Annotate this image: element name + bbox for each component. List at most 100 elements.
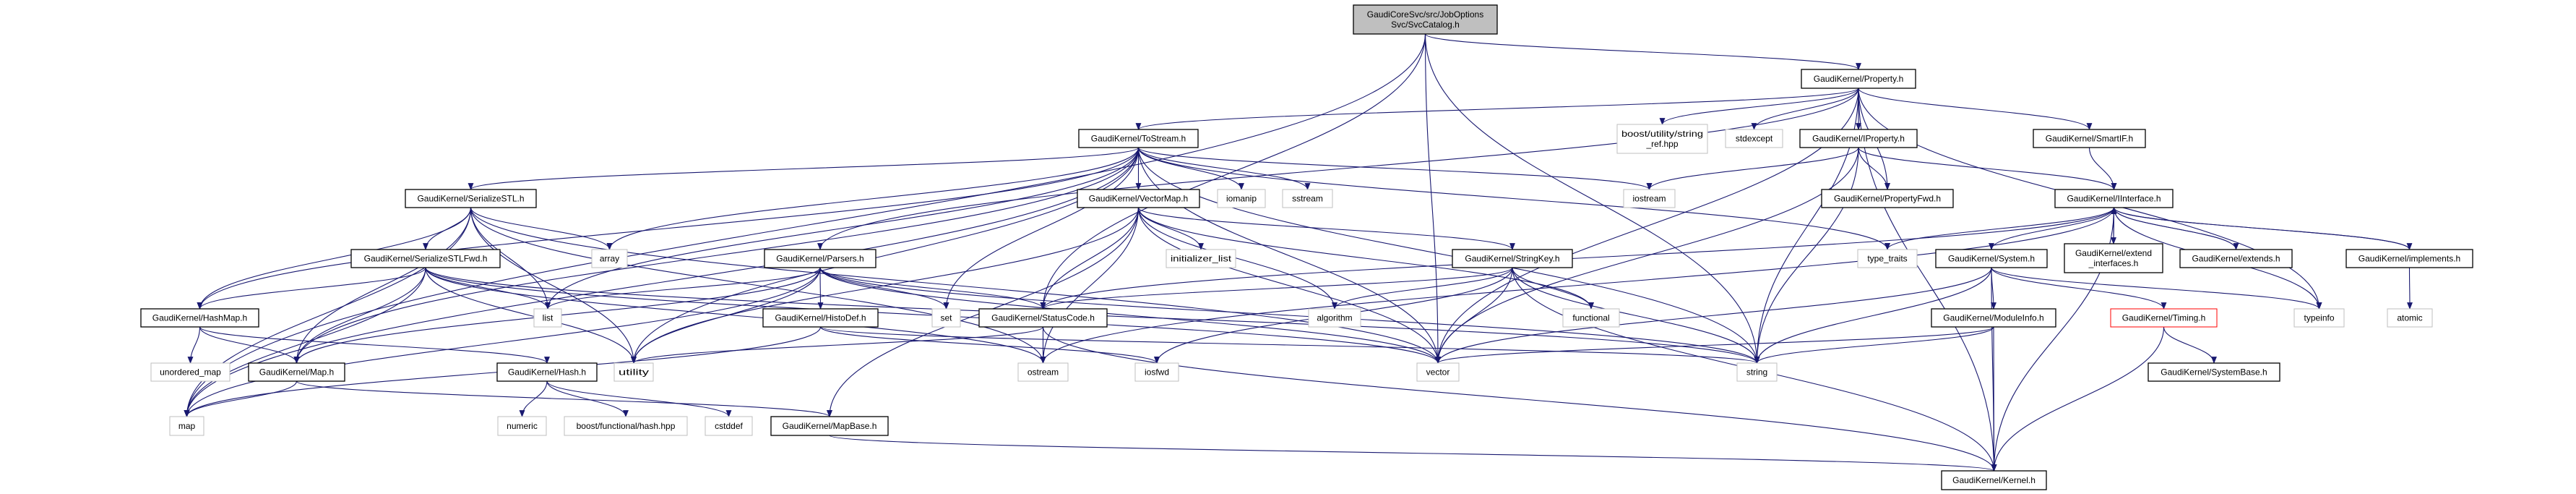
edge-VectorMap-to-StringKey [1137, 207, 1515, 250]
node-initializer_list[interactable]: initializer_list [1166, 249, 1236, 268]
edge-ToStream-to-sstream [1137, 147, 1311, 190]
node-unordered_map[interactable]: unordered_map [150, 362, 231, 382]
node-numeric[interactable]: numeric [497, 416, 547, 436]
node-Map[interactable]: GaudiKernel/Map.h [248, 362, 345, 382]
node-stringref[interactable]: boost/utility/string_ref.hpp [1616, 124, 1708, 154]
node-typeinfo[interactable]: typeinfo [2293, 308, 2345, 328]
node-root[interactable]: GaudiCoreSvc/src/JobOptionsSvc/SvcCatalo… [1353, 4, 1498, 35]
edge-Hash-to-numeric [519, 380, 548, 417]
node-array[interactable]: array [591, 249, 628, 268]
node-label: GaudiKernel/implements.h [2359, 254, 2460, 264]
edge-HashMap-to-unordered_map [187, 326, 201, 364]
node-box [1799, 129, 1918, 148]
node-HistoDef[interactable]: GaudiKernel/HistoDef.h [762, 308, 879, 328]
node-iostream[interactable]: iostream [1623, 189, 1676, 208]
edge-SerializeSTLFwd-to-map [184, 267, 426, 417]
node-MapBase[interactable]: GaudiKernel/MapBase.h [770, 416, 889, 436]
node-System[interactable]: GaudiKernel/System.h [1935, 249, 2048, 268]
edge-StatusCode-to-Kernel [1042, 326, 1997, 472]
node-box [1134, 362, 1179, 382]
node-box [564, 416, 688, 436]
node-box [1416, 362, 1460, 382]
node-box [2345, 249, 2473, 268]
node-PropertyFwd[interactable]: GaudiKernel/PropertyFwd.h [1821, 189, 1954, 208]
node-StringKey[interactable]: GaudiKernel/StringKey.h [1452, 249, 1573, 268]
node-functional[interactable]: functional [1562, 308, 1620, 328]
node-ostream[interactable]: ostream [1017, 362, 1069, 382]
node-sstream[interactable]: sstream [1282, 189, 1333, 208]
node-label: Svc/SvcCatalog.h [1391, 20, 1460, 30]
edge-VectorMap-to-functional [1137, 207, 1594, 310]
node-box [1725, 129, 1783, 148]
node-label: _ref.hpp [1645, 139, 1678, 149]
edge-IProperty-to-string [1754, 147, 1859, 364]
edge-StringKey-to-functional [1512, 267, 1594, 310]
node-iomanip[interactable]: iomanip [1217, 189, 1266, 208]
node-SmartIF[interactable]: GaudiKernel/SmartIF.h [2033, 129, 2146, 148]
node-type_traits[interactable]: type_traits [1857, 249, 1918, 268]
node-extend_interfaces[interactable]: GaudiKernel/extend_interfaces.h [2064, 243, 2163, 273]
node-list[interactable]: list [533, 308, 562, 328]
node-label: boost/functional/hash.hpp [577, 421, 676, 431]
node-SystemBase[interactable]: GaudiKernel/SystemBase.h [2148, 362, 2280, 382]
node-box [140, 308, 259, 328]
node-vector[interactable]: vector [1416, 362, 1460, 382]
edge-ToStream-to-type_traits [1137, 147, 1890, 250]
node-map[interactable]: map [169, 416, 204, 436]
edge-ToStream-to-set [943, 147, 1140, 310]
node-box [1017, 362, 1069, 382]
node-implements[interactable]: GaudiKernel/implements.h [2345, 249, 2473, 268]
node-Kernel[interactable]: GaudiKernel/Kernel.h [1941, 470, 2047, 490]
node-iosfwd[interactable]: iosfwd [1134, 362, 1179, 382]
node-Timing[interactable]: GaudiKernel/Timing.h [2110, 308, 2218, 328]
edge-implements-to-IInterface [2111, 207, 2411, 250]
edge-ToStream-to-vector [1137, 147, 1441, 364]
node-atomic[interactable]: atomic [2387, 308, 2433, 328]
node-boosthash[interactable]: boost/functional/hash.hpp [564, 416, 688, 436]
node-Property[interactable]: GaudiKernel/Property.h [1801, 69, 1916, 89]
node-box [978, 308, 1108, 328]
node-label: list [543, 313, 553, 323]
node-label: stdexcept [1736, 134, 1773, 144]
node-label: GaudiKernel/StringKey.h [1465, 254, 1559, 264]
node-stdexcept[interactable]: stdexcept [1725, 129, 1783, 148]
node-SerializeSTLFwd[interactable]: GaudiKernel/SerializeSTLFwd.h [350, 249, 501, 268]
edge-VectorMap-to-StatusCode [1040, 207, 1140, 310]
edge-System-to-typeinfo [1991, 267, 2322, 310]
edge-Timing-to-Kernel [1991, 326, 2165, 472]
node-label: typeinfo [2304, 313, 2334, 323]
edge-Parsers-to-map [184, 267, 821, 417]
node-box [1452, 249, 1573, 268]
node-algorithm[interactable]: algorithm [1308, 308, 1361, 328]
node-string[interactable]: string [1736, 362, 1778, 382]
node-set[interactable]: set [931, 308, 961, 328]
node-utility[interactable]: utility [613, 362, 654, 382]
node-StatusCode[interactable]: GaudiKernel/StatusCode.h [978, 308, 1108, 328]
edge-HistoDef-to-string [819, 326, 1759, 364]
node-Parsers[interactable]: GaudiKernel/Parsers.h [764, 249, 876, 268]
node-label: GaudiKernel/IInterface.h [2067, 194, 2161, 204]
node-box [2064, 243, 2163, 273]
node-label: vector [1426, 367, 1450, 378]
node-ToStream[interactable]: GaudiKernel/ToStream.h [1078, 129, 1199, 148]
edge-SerializeSTL-to-utility [470, 207, 637, 364]
node-VectorMap[interactable]: GaudiKernel/VectorMap.h [1077, 189, 1200, 208]
edge-ToStream-to-array [606, 147, 1140, 250]
node-HashMap[interactable]: GaudiKernel/HashMap.h [140, 308, 259, 328]
node-label: boost/utility/string [1621, 129, 1703, 139]
node-IInterface[interactable]: GaudiKernel/IInterface.h [2054, 189, 2174, 208]
node-box [496, 362, 598, 382]
node-label: cstddef [715, 421, 743, 431]
node-label: GaudiKernel/Kernel.h [1952, 475, 2036, 485]
node-cstddef[interactable]: cstddef [705, 416, 753, 436]
node-Hash[interactable]: GaudiKernel/Hash.h [496, 362, 598, 382]
edge-ToStream-to-Map [293, 147, 1140, 364]
node-SerializeSTL[interactable]: GaudiKernel/SerializeSTL.h [405, 189, 537, 208]
node-label: GaudiKernel/ModuleInfo.h [1943, 313, 2043, 323]
node-IProperty[interactable]: GaudiKernel/IProperty.h [1799, 129, 1918, 148]
node-box [591, 249, 628, 268]
edge-Parsers-to-vector [819, 267, 1441, 364]
node-ModuleInfo[interactable]: GaudiKernel/ModuleInfo.h [1931, 308, 2056, 328]
node-label: string [1746, 367, 1767, 378]
node-extends[interactable]: GaudiKernel/extends.h [2179, 249, 2293, 268]
